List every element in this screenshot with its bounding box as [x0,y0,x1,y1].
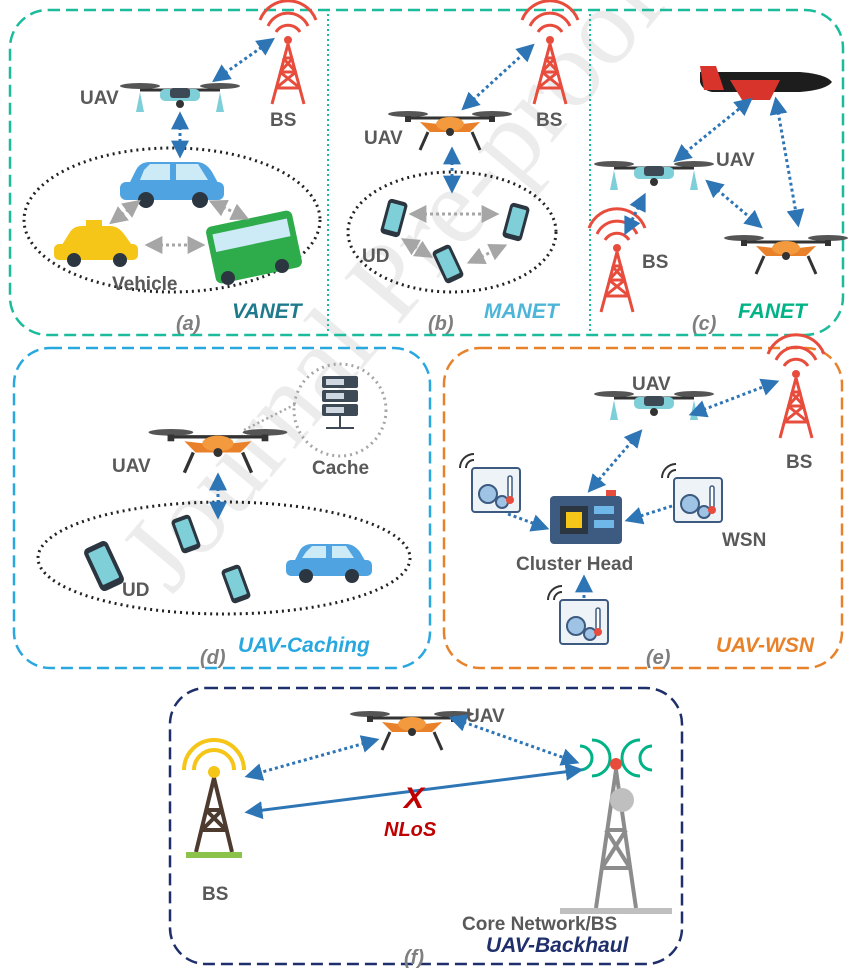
server-icon [322,376,358,429]
uav-label: UAV [632,374,671,395]
core-network-label: Core Network/BS [462,914,617,935]
link-uav-bs [244,735,380,781]
panel-d: UAV Cache UD (d) UAV-Caching [36,362,412,669]
panel-c: UAV BS (c) FANET [587,66,849,335]
uav-label: UAV [112,456,151,477]
device-cluster [346,170,558,294]
car-icon [120,162,224,208]
panel-b: UAV BS UD (b) MANET [346,0,580,335]
link-uav-bs [212,37,275,83]
frame-f [168,686,684,966]
uav-drone-icon [348,709,476,752]
uav-label: UAV [716,150,755,171]
uav-drone-icon [118,81,242,114]
uav-drone-icon [722,233,849,276]
ud-label: UD [122,580,149,601]
panel-paren-b: (b) [428,313,454,335]
uav-drone-icon [592,389,716,422]
sensor-icon [547,585,609,645]
ud-label: UD [362,246,389,267]
link-phone-phone [466,243,508,265]
sensor-icon [459,453,521,513]
link-uav-uav [673,97,753,163]
link-uav-uav [769,96,805,228]
cluster-head-chip-icon [550,490,622,544]
device-cluster [36,500,412,616]
uav-label: UAV [466,706,505,727]
bs-label: BS [536,110,562,131]
panel-paren-a: (a) [176,313,201,335]
panel-paren-e: (e) [646,647,671,669]
panel-title-uav-wsn: UAV-WSN [716,634,815,657]
core-network-tower-icon [560,738,672,914]
link-phone-phone [400,238,434,258]
nlos-link [244,762,584,820]
cache-label: Cache [312,458,369,479]
bs-tower-yellow-icon [182,738,246,858]
bs-tower-icon [258,0,318,106]
frame-d [12,346,432,670]
link-uav-cluster-head [587,429,643,493]
wsn-label: WSN [722,530,766,551]
panel-f: X NLoS UAV BS Core Network/BS (f) UAV-Ba… [182,706,672,969]
cache-range [292,362,388,458]
bus-icon [206,210,302,285]
frame-e [442,346,844,670]
bs-label: BS [270,110,296,131]
nlos-label: NLoS [384,819,437,841]
frame-top-row [8,8,845,337]
vehicle-label: Vehicle [112,274,178,295]
bs-label: BS [786,452,812,473]
panel-title-fanet: FANET [738,300,809,323]
link-uav-bs [624,192,646,236]
uav-label: UAV [80,88,119,109]
bs-label: BS [642,252,668,273]
link-uav-core [448,714,580,766]
panel-paren-d: (d) [200,647,226,669]
link-car-bus [208,199,250,221]
vehicle-cluster [22,146,322,294]
panel-title-uav-backhaul: UAV-Backhaul [486,934,630,957]
phone-icon [220,563,252,605]
panel-paren-f: (f) [404,947,424,969]
link-uav-bs [688,378,780,418]
link-car-taxi [109,199,141,225]
panel-a: UAV BS Vehicle (a) VANET [22,0,322,335]
link-sensor-cluster-head [624,504,673,525]
uav-drone-icon [592,159,716,192]
uav-label: UAV [364,128,403,149]
link-uav-uav [705,179,763,229]
car-icon [286,544,372,583]
panel-title-uav-caching: UAV-Caching [238,634,370,657]
panel-title-manet: MANET [484,300,561,323]
bs-tower-icon [766,333,826,440]
bs-label: BS [202,884,228,905]
sensor-icon [661,463,723,523]
taxi-icon [54,220,138,267]
link-sensor-cluster-head [507,512,550,532]
nlos-x-mark: X [402,782,426,815]
panel-title-vanet: VANET [232,300,304,323]
fixed-wing-uav-icon [700,66,832,100]
panel-e: UAV BS WSN Cluster Head (e) UAV-WSN [459,333,826,669]
cluster-head-label: Cluster Head [516,554,633,575]
panel-paren-c: (c) [692,313,717,335]
bs-tower-icon [587,207,647,314]
